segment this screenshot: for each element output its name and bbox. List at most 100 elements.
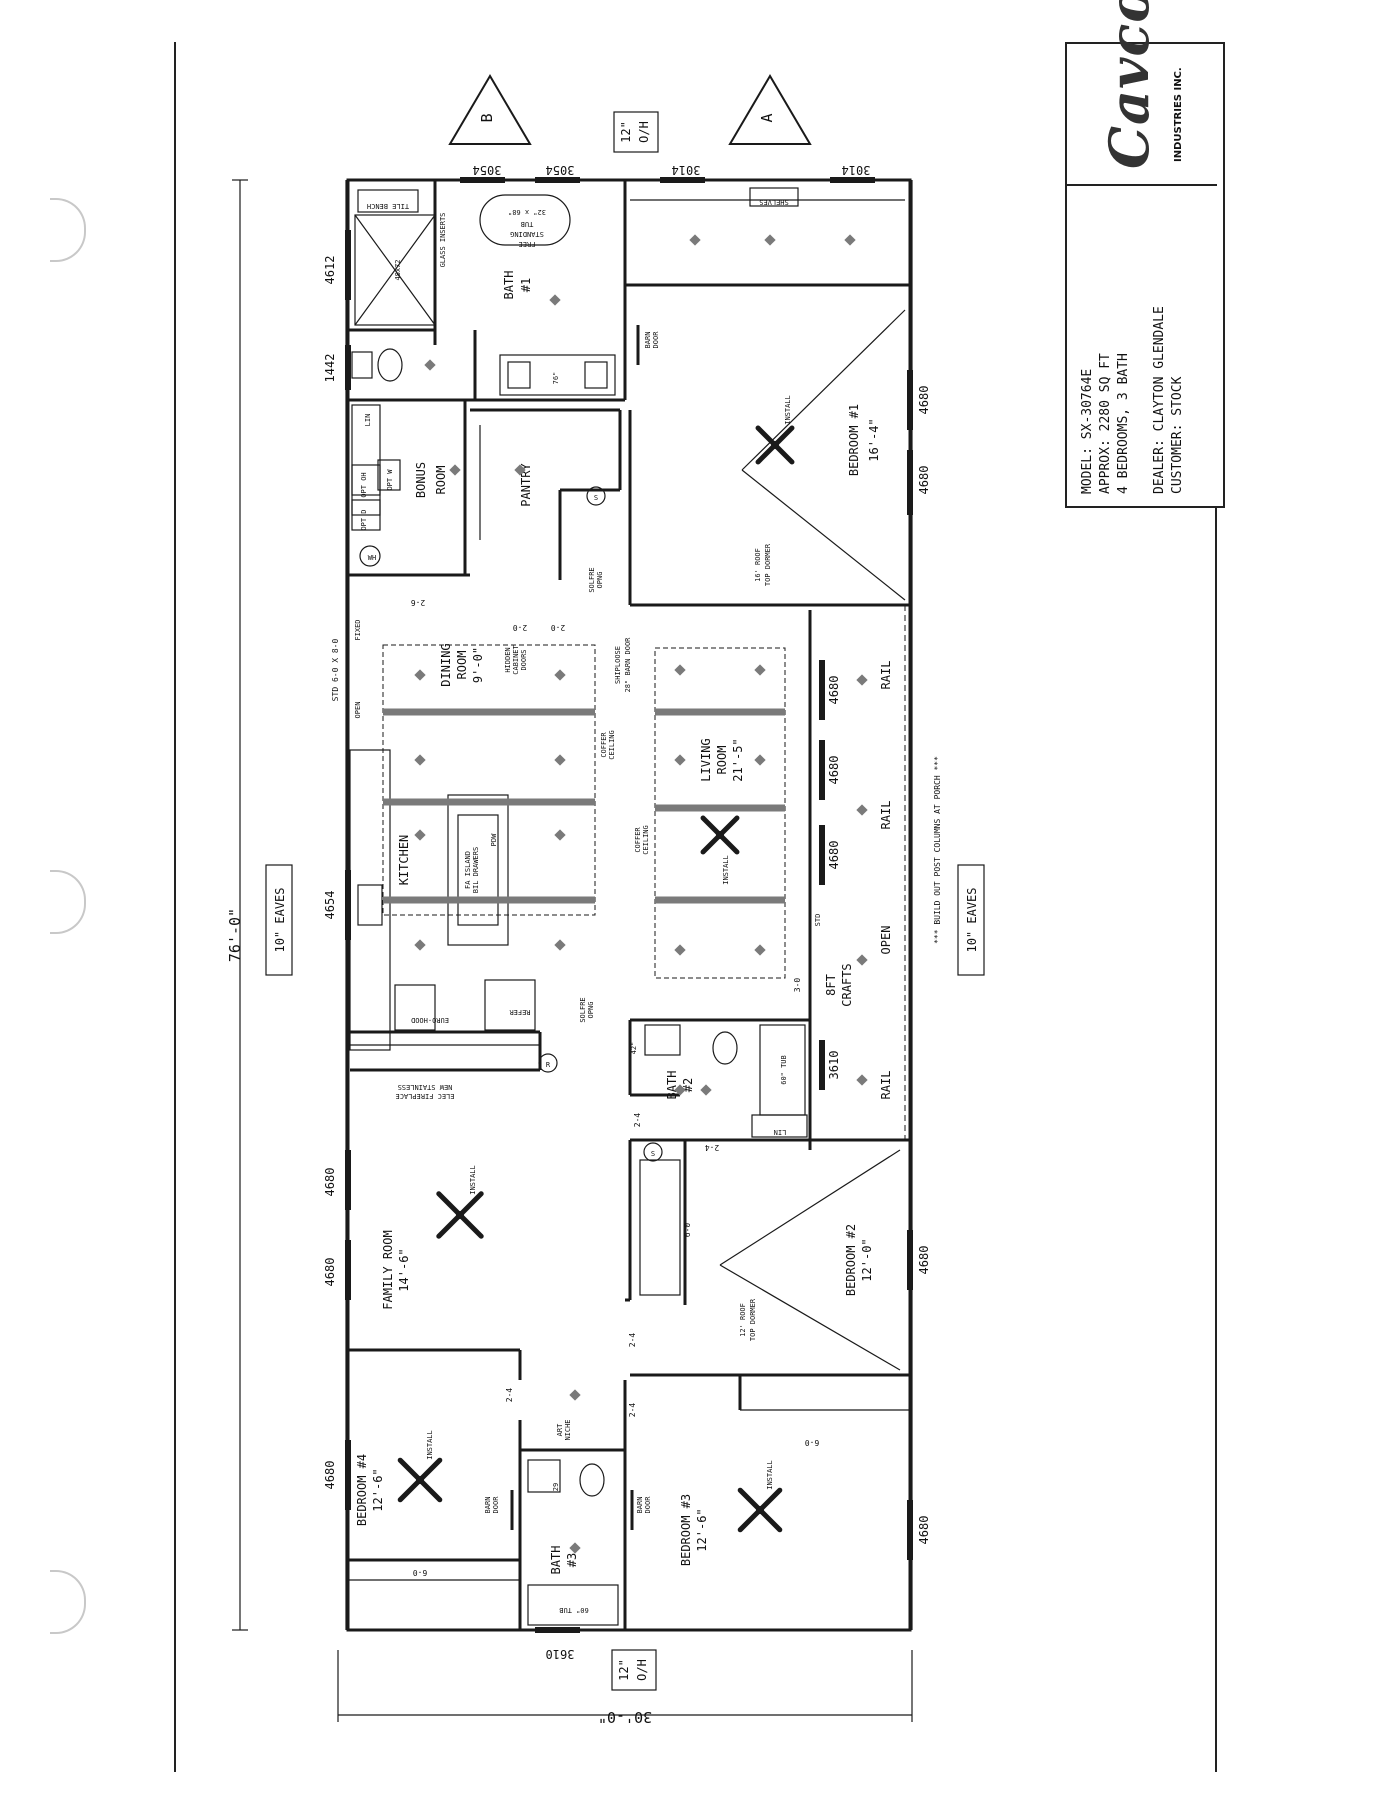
rooms-line: 4 BEDROOMS, 3 BATH	[1116, 353, 1131, 494]
door-size-label: 2-4	[633, 1113, 642, 1128]
dining-room-label: ROOM	[455, 651, 469, 680]
window-label: 4680	[917, 1246, 931, 1275]
company-logo: Cavco INDUSTRIES INC.	[1067, 0, 1217, 186]
logo-subtitle: INDUSTRIES INC.	[1173, 67, 1184, 162]
sink	[357, 884, 383, 926]
closet	[639, 1159, 681, 1296]
overhang-label-top: O/H	[637, 121, 651, 143]
door-size-label: 6-0	[805, 1438, 820, 1447]
family-room-size: 14'-6"	[397, 1248, 411, 1291]
eaves-box-left	[265, 864, 293, 976]
window-label: 4680	[917, 466, 931, 495]
elevation-marker-a	[728, 74, 812, 145]
door-size-label: 3-0	[793, 978, 802, 993]
r-label: R	[546, 1061, 551, 1069]
hidden-doors-label: DOORS	[520, 649, 528, 670]
overall-width-dim: 30'-0"	[598, 1708, 652, 1726]
fan-blade	[772, 442, 795, 465]
sofire-label: OPNG	[587, 1002, 595, 1019]
bedroom2-label: BEDROOM #2	[844, 1224, 858, 1296]
dormer-line	[741, 469, 906, 601]
elevation-marker-b	[448, 74, 532, 145]
toilet-tank	[351, 351, 373, 379]
ceiling-light-icon	[844, 234, 856, 246]
ceiling-light-icon	[569, 1389, 581, 1401]
fan-blade	[417, 1477, 443, 1503]
ceiling-light-icon	[754, 944, 766, 956]
overhang-label-top: 12"	[619, 121, 633, 143]
refrigerator	[484, 979, 536, 1031]
window-label: 4612	[323, 256, 337, 285]
crafts-label: CRAFTS	[840, 963, 854, 1006]
sink	[527, 1459, 561, 1493]
model-line: MODEL: SX-30764E	[1080, 368, 1095, 494]
smoke-detector-icon	[586, 486, 606, 506]
ceiling-light-icon	[856, 1074, 868, 1086]
dormer-label: 12' ROOF	[739, 1303, 747, 1337]
door-size-label: 2-4	[628, 1333, 637, 1348]
ceiling-light-icon	[554, 754, 566, 766]
model-info: MODEL: SX-30764E APPROX: 2280 SQ FT 4 BE…	[1067, 184, 1217, 506]
shower	[354, 214, 436, 326]
s-label: S	[651, 1150, 655, 1158]
barn-door-note: SHIPLOOSE	[614, 646, 622, 684]
window-label: 3610	[827, 1051, 841, 1080]
bath1-label: BATH	[502, 271, 516, 300]
bonus-room-label: ROOM	[434, 466, 448, 495]
door-size-label: 2-6	[411, 598, 426, 607]
sqft-line: APPROX: 2280 SQ FT	[1098, 353, 1113, 494]
ceiling-light-icon	[856, 674, 868, 686]
open-label: OPEN	[354, 702, 362, 719]
fan-blade	[436, 1191, 463, 1218]
ceiling-light-icon	[674, 1084, 686, 1096]
ceiling-light-icon	[554, 829, 566, 841]
ceiling-light-icon	[569, 1542, 581, 1554]
washer	[351, 464, 381, 496]
barn-door-label: DOOR	[492, 1496, 500, 1514]
coffer-ceiling-outline	[382, 644, 596, 916]
window-label: 4680	[323, 1168, 337, 1197]
fan-blade	[436, 1212, 463, 1239]
ceiling-light-icon	[414, 669, 426, 681]
island-label: BIL DRAWERS	[472, 847, 480, 893]
sink	[644, 1024, 681, 1056]
door-size-label: 2-0	[551, 623, 566, 632]
ceiling-light-icon	[449, 464, 461, 476]
install-label: INSTALL	[426, 1430, 434, 1460]
window-label: 4654	[323, 891, 337, 920]
ceiling-light-icon	[514, 464, 526, 476]
vanity-size-label: 76"	[552, 372, 560, 385]
island-label: FA ISLAND	[464, 851, 472, 889]
vanity	[499, 354, 616, 396]
water-heater	[359, 545, 381, 567]
fan-blade	[717, 832, 740, 855]
bath2-label: BATH	[665, 1071, 679, 1100]
refer-label: REFER	[509, 1008, 531, 1016]
door-size-label: 6-0	[413, 1568, 428, 1577]
ceiling-light-icon	[764, 234, 776, 246]
fan-blade	[397, 1457, 423, 1483]
family-room-label: FAMILY ROOM	[381, 1230, 395, 1309]
barn-door-label: BARN	[644, 332, 652, 349]
ceiling-light-icon	[424, 359, 436, 371]
fan-blade	[755, 425, 778, 448]
tub-label: 32" x 68"	[508, 208, 546, 216]
dormer-line	[741, 309, 906, 471]
border-line-right	[1215, 42, 1217, 1772]
barn-door-note: 28" BARN DOOR	[624, 637, 632, 693]
window-label: 4680	[323, 1258, 337, 1287]
bedroom3-size: 12'-6"	[695, 1508, 709, 1551]
dormer-label: TOP DORMER	[764, 543, 772, 586]
window-label: 4680	[827, 676, 841, 705]
dim-label: 29	[552, 1483, 560, 1491]
linen-label: LIN	[364, 414, 372, 427]
ceiling-light-icon	[754, 664, 766, 676]
window-label: 3054	[473, 163, 502, 177]
shower-x	[354, 214, 436, 326]
fireplace-label: ELEC FIREPLACE	[395, 1092, 454, 1100]
glass-inserts-label: GLASS INSERTS	[439, 213, 447, 268]
window-label: 3610	[546, 1647, 575, 1661]
fan-blade	[737, 1507, 763, 1533]
